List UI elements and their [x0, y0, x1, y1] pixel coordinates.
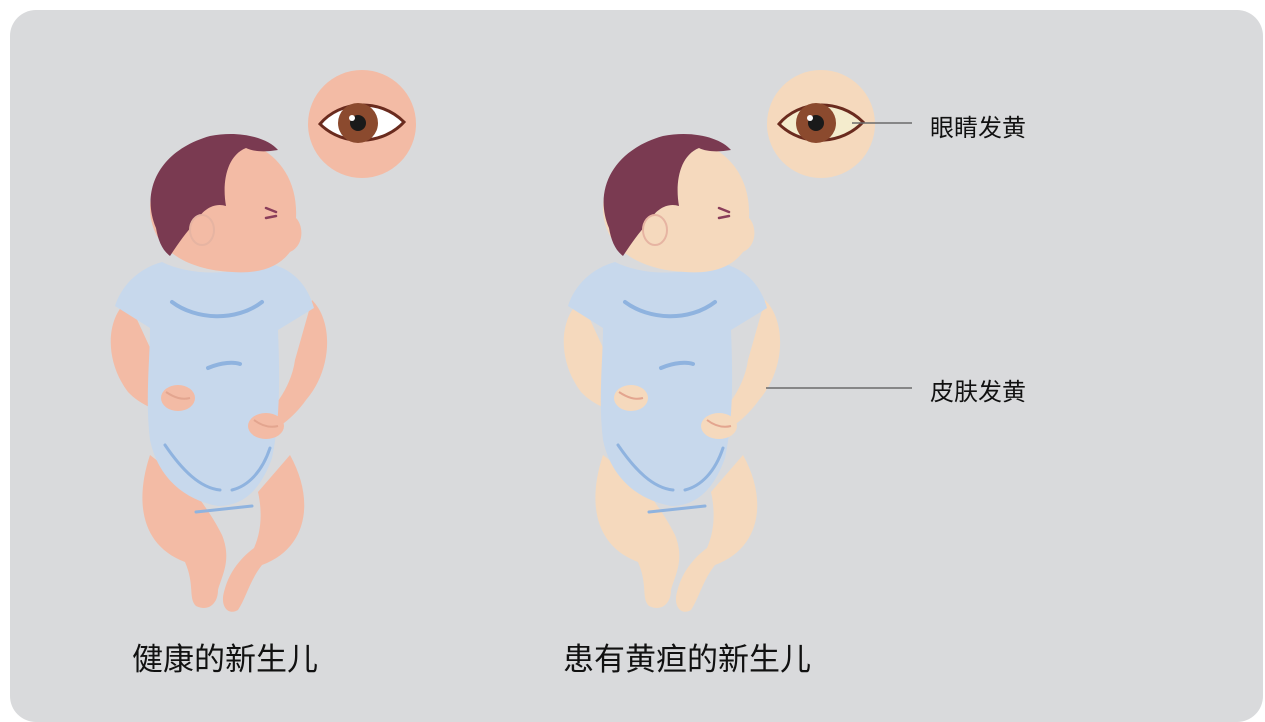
eyes-yellow-label: 眼睛发黄 — [930, 114, 1026, 142]
healthy-eye-icon — [308, 70, 416, 178]
skin-yellow-label: 皮肤发黄 — [930, 378, 1026, 406]
healthy-newborn-caption: 健康的新生儿 — [132, 642, 318, 678]
healthy-baby-figure — [108, 131, 330, 614]
jaundiced-newborn-caption: 患有黄疸的新生儿 — [563, 642, 811, 678]
jaundiced-eye-icon — [767, 70, 875, 178]
jaundiced-baby-figure — [561, 131, 783, 614]
